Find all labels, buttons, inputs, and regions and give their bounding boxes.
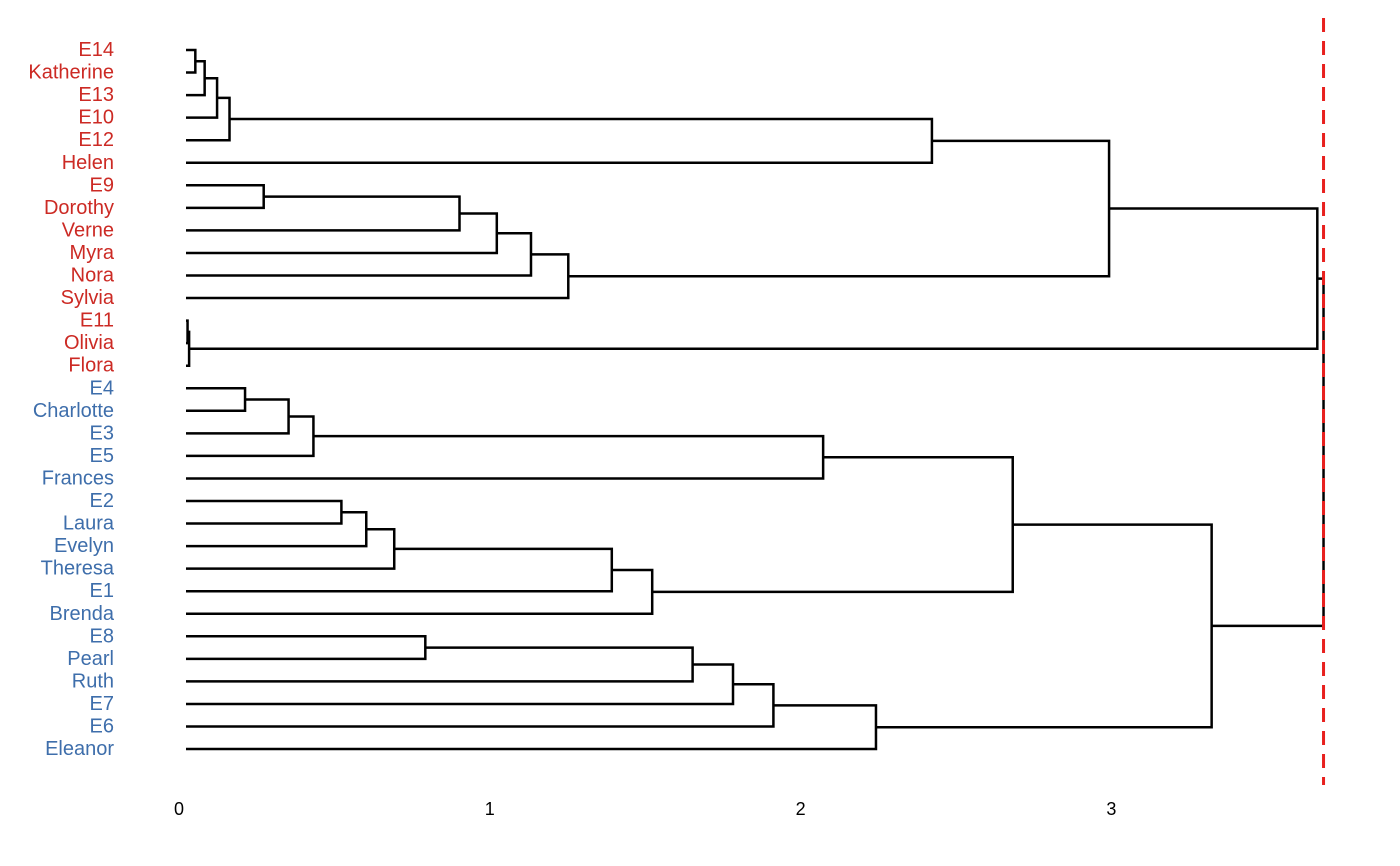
dendrogram-branch-m18: [186, 434, 825, 480]
dendrogram-branch-m3: [186, 76, 219, 119]
leaf-label: E6: [90, 716, 114, 738]
dendrogram-branch-m15: [186, 387, 247, 413]
dendrogram-branch-m14: [189, 207, 1319, 351]
dendrogram-branch-m28: [186, 682, 775, 728]
dendrogram-branch-m19: [186, 499, 343, 525]
leaf-label: Flora: [68, 355, 114, 377]
leaf-label: Theresa: [41, 558, 115, 580]
leaf-labels: E14KatherineE13E10E12HelenE9DorothyVerne…: [28, 39, 114, 760]
dendrogram-branch-m31: [1211, 277, 1325, 628]
dendrogram-branch-m20: [186, 511, 368, 548]
dendrogram-branch-m7: [186, 195, 461, 232]
x-tick-label: 1: [485, 799, 495, 819]
leaf-label: Ruth: [72, 670, 114, 692]
dendrogram-branch-m21: [186, 527, 396, 570]
dendrogram-branch-m26: [186, 646, 694, 683]
leaf-label: E4: [90, 377, 114, 399]
leaf-label: E11: [80, 310, 114, 332]
leaf-label: E14: [78, 39, 114, 61]
dendrogram-branch-m16: [186, 398, 290, 435]
leaf-label: Brenda: [50, 603, 115, 625]
leaf-label: E1: [90, 580, 114, 602]
x-axis: 0 1 2 3: [174, 799, 1116, 819]
dendrogram-branch-m4: [186, 96, 231, 142]
dendrogram-branches: [186, 48, 1325, 751]
dendrogram-branch-m25: [186, 635, 427, 661]
leaf-label: E13: [78, 84, 114, 106]
leaf-label: Verne: [62, 219, 114, 241]
leaf-label: Dorothy: [44, 197, 114, 219]
leaf-label: Katherine: [28, 62, 114, 84]
dendrogram-branch-m8: [186, 212, 499, 255]
leaf-label: E9: [90, 174, 114, 196]
dendrogram-branch-m6: [186, 184, 265, 210]
leaf-label: E12: [78, 129, 114, 151]
x-tick-label: 3: [1106, 799, 1116, 819]
leaf-label: Nora: [71, 265, 115, 287]
leaf-label: E3: [90, 422, 114, 444]
leaf-label: E7: [90, 693, 114, 715]
dendrogram-branch-m9: [186, 231, 533, 277]
dendrogram-branch-m5: [186, 117, 934, 164]
leaf-label: Pearl: [67, 648, 114, 670]
leaf-label: Helen: [62, 152, 114, 174]
leaf-label: Laura: [63, 513, 115, 535]
dendrogram-branch-m30: [875, 523, 1213, 729]
leaf-label: Myra: [70, 242, 115, 264]
leaf-label: E8: [90, 625, 114, 647]
leaf-label: Frances: [42, 467, 114, 489]
dendrogram-branch-m12: [186, 319, 189, 345]
x-tick-label: 2: [796, 799, 806, 819]
leaf-label: Eleanor: [45, 738, 114, 760]
dendrogram-branch-m11: [568, 139, 1111, 278]
leaf-label: E2: [90, 490, 114, 512]
x-tick-label: 0: [174, 799, 184, 819]
leaf-label: E5: [90, 445, 114, 467]
leaf-label: Evelyn: [54, 535, 114, 557]
dendrogram-branch-m1: [186, 48, 197, 74]
dendrogram-branch-m22: [186, 547, 614, 593]
leaf-label: Sylvia: [61, 287, 115, 309]
leaf-label: Charlotte: [33, 400, 114, 422]
leaf-label: Olivia: [64, 332, 115, 354]
dendrogram-branch-m17: [186, 415, 315, 458]
leaf-label: E10: [78, 107, 114, 129]
dendrogram-branch-m27: [186, 663, 735, 706]
